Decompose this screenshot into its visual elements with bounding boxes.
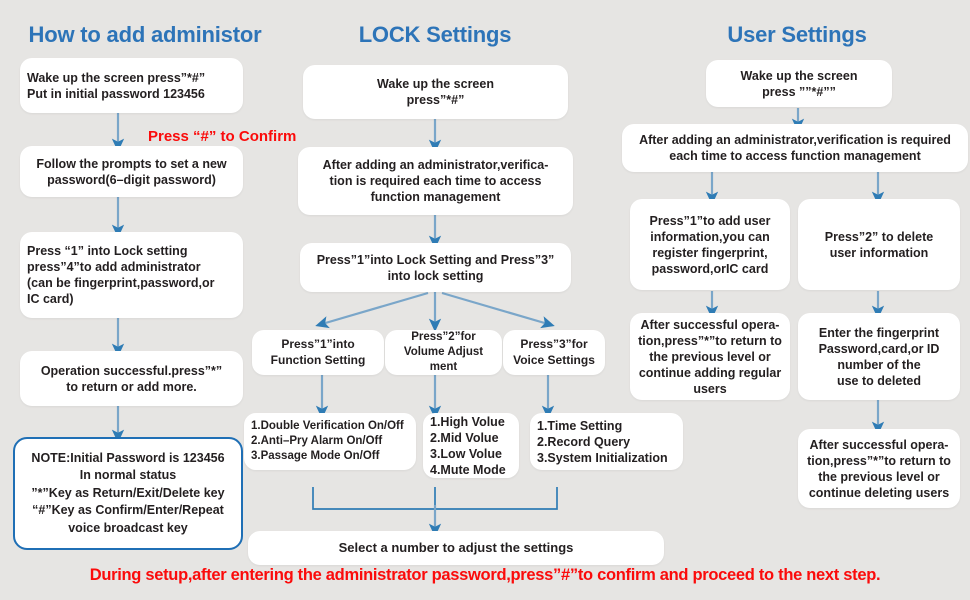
- node-left-4: Operation successful.press”*” to return …: [20, 351, 243, 406]
- node-mid-function-setting-text: Press”1”into Function Setting: [270, 337, 366, 367]
- node-right-2: After adding an administrator,verificati…: [622, 124, 968, 172]
- node-mid-3: Press”1”into Lock Setting and Press”3” i…: [300, 243, 571, 292]
- node-right-2-text: After adding an administrator,verificati…: [639, 133, 951, 163]
- node-mid-volume-adjustment-text: Press”2”for Volume Adjust ment: [403, 331, 484, 373]
- node-mid-function-options-text: 1.Double Verification On/Off 2.Anti–Pry …: [251, 420, 404, 462]
- node-mid-select-number: Select a number to adjust the settings: [248, 531, 664, 565]
- node-left-2: Follow the prompts to set a new password…: [20, 146, 243, 197]
- arrow-m3-m4c: [441, 291, 555, 329]
- node-mid-volume-options-text: 1.High Volue 2.Mid Volue 3.Low Volue 4.M…: [430, 414, 506, 477]
- node-mid-voice-options-text: 1.Time Setting 2.Record Query 3.System I…: [537, 418, 668, 465]
- node-mid-voice-settings: Press”3”for Voice Settings: [503, 330, 605, 375]
- node-right-enter-credentials: Enter the fingerprint Password,card,or I…: [798, 313, 960, 400]
- edge-label-press-hash-confirm: Press “#” to Confirm: [148, 128, 297, 145]
- note-box-text: NOTE:Initial Password is 123456 In norma…: [31, 450, 225, 535]
- node-right-delete-user: Press”2” to delete user information: [798, 199, 960, 290]
- node-right-add-user-text: Press”1”to add user information,you can …: [649, 213, 771, 276]
- node-right-add-user: Press”1”to add user information,you can …: [630, 199, 790, 290]
- arrow-m3-m4a: [315, 291, 429, 329]
- node-left-4-text: Operation successful.press”*” to return …: [40, 363, 223, 394]
- node-right-delete-success: After successful opera- tion,press”*”to …: [798, 429, 960, 508]
- node-mid-1: Wake up the screen press”*#”: [303, 65, 568, 119]
- node-right-delete-user-text: Press”2” to delete user information: [824, 229, 934, 260]
- node-right-1-text: Wake up the screen press ””*#””: [740, 68, 858, 99]
- node-mid-function-options: 1.Double Verification On/Off 2.Anti–Pry …: [244, 413, 416, 470]
- node-right-enter-credentials-text: Enter the fingerprint Password,card,or I…: [818, 325, 940, 388]
- node-right-add-success: After successful opera- tion,press”*”to …: [630, 313, 790, 400]
- node-mid-voice-options: 1.Time Setting 2.Record Query 3.System I…: [530, 413, 683, 470]
- note-box-initial-password: NOTE:Initial Password is 123456 In norma…: [13, 437, 243, 550]
- footer-banner: During setup,after entering the administ…: [89, 566, 881, 584]
- node-mid-3-text: Press”1”into Lock Setting and Press”3” i…: [316, 252, 555, 283]
- node-right-delete-success-text: After successful opera- tion,press”*”to …: [807, 437, 951, 500]
- node-mid-2-text: After adding an administrator,verifica- …: [322, 158, 549, 204]
- node-left-3: Press “1” into Lock setting press”4”to a…: [20, 232, 243, 318]
- node-left-1: Wake up the screen press”*#” Put in init…: [20, 58, 243, 113]
- node-mid-function-setting: Press”1”into Function Setting: [252, 330, 384, 375]
- node-mid-volume-adjustment: Press”2”for Volume Adjust ment: [385, 330, 502, 375]
- column-title-left: How to add administor: [28, 22, 262, 47]
- node-right-add-success-text: After successful opera- tion,press”*”to …: [638, 317, 782, 396]
- merge-bus: [312, 487, 558, 510]
- node-mid-1-text: Wake up the screen press”*#”: [377, 77, 494, 107]
- column-title-middle: LOCK Settings: [358, 22, 512, 47]
- node-mid-select-number-text: Select a number to adjust the settings: [338, 539, 574, 555]
- node-left-3-text: Press “1” into Lock setting press”4”to a…: [27, 244, 215, 306]
- node-left-2-text: Follow the prompts to set a new password…: [36, 156, 227, 187]
- node-left-1-text: Wake up the screen press”*#” Put in init…: [27, 70, 206, 101]
- column-title-right: User Settings: [727, 22, 867, 47]
- node-mid-voice-settings-text: Press”3”for Voice Settings: [513, 337, 595, 367]
- node-right-1: Wake up the screen press ””*#””: [706, 60, 892, 107]
- node-mid-volume-options: 1.High Volue 2.Mid Volue 3.Low Volue 4.M…: [423, 413, 519, 478]
- node-mid-2: After adding an administrator,verifica- …: [298, 147, 573, 215]
